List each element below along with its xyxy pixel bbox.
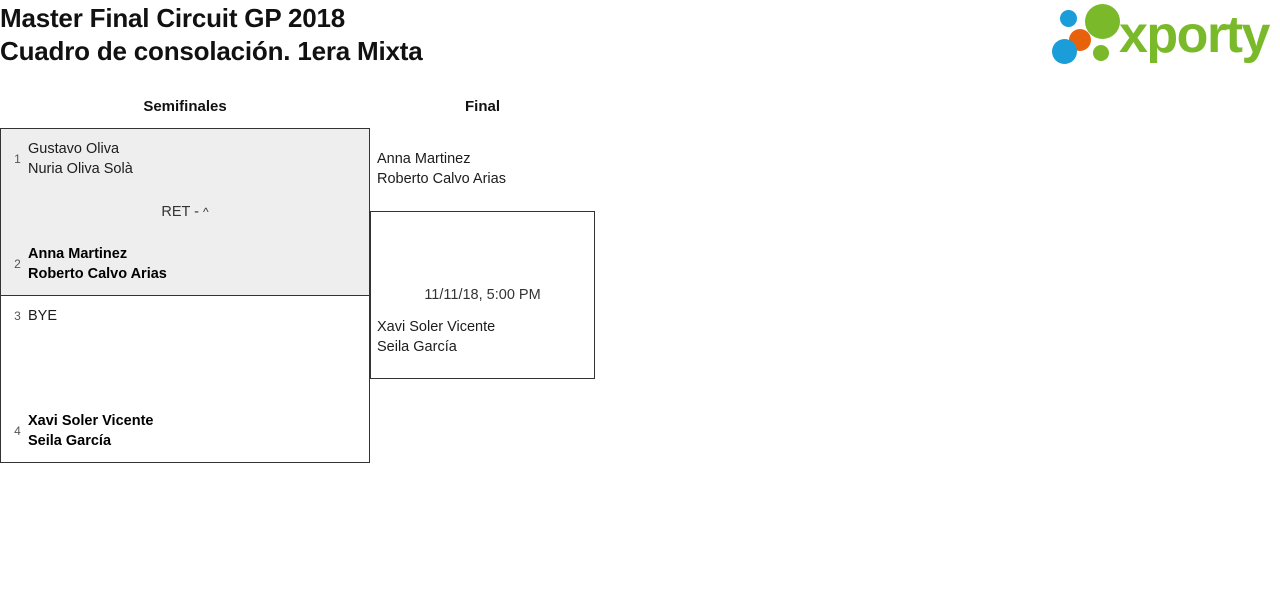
team-players: Anna Martinez Roberto Calvo Arias: [28, 245, 167, 284]
team-seed: 3: [14, 309, 21, 324]
match-team-row[interactable]: 1 Gustavo Oliva Nuria Oliva Solà: [1, 140, 369, 179]
match-semifinal-1[interactable]: 1 Gustavo Oliva Nuria Oliva Solà RET - ^…: [0, 128, 370, 296]
round-header-final: Final: [464, 98, 500, 115]
match-final[interactable]: 11/11/18, 5:00 PM: [370, 211, 595, 379]
final-team-top[interactable]: Anna Martinez Roberto Calvo Arias: [377, 150, 506, 189]
player-name: BYE: [28, 308, 58, 324]
player-name: Nuria Oliva Solà: [28, 160, 133, 177]
logo-dot-blue-small-icon: [1060, 10, 1077, 27]
page-header: Master Final Circuit GP 2018 Cuadro de c…: [0, 0, 1280, 80]
player-name: Anna Martinez: [377, 151, 471, 167]
team-players: Xavi Soler Vicente Seila García: [28, 412, 153, 451]
player-name: Seila García: [377, 338, 457, 355]
team-players: Gustavo Oliva Nuria Oliva Solà: [28, 140, 133, 179]
player-name: Roberto Calvo Arias: [28, 265, 167, 282]
round-header-semifinals: Semifinales: [143, 98, 227, 115]
match-team-row[interactable]: 3 BYE: [1, 307, 369, 327]
page-title: Master Final Circuit GP 2018 Cuadro de c…: [0, 2, 423, 68]
match-team-row[interactable]: 2 Anna Martinez Roberto Calvo Arias: [1, 245, 369, 284]
tournament-subtitle: Cuadro de consolación. 1era Mixta: [0, 36, 423, 66]
final-team-bottom[interactable]: Xavi Soler Vicente Seila García: [377, 318, 495, 357]
logo-dot-blue-large-icon: [1052, 39, 1077, 64]
logo-dot-green-large-icon: [1085, 4, 1120, 39]
logo-wordmark: xporty: [1119, 6, 1270, 64]
player-name: Gustavo Oliva: [28, 141, 120, 157]
xporty-logo[interactable]: xporty: [1051, 3, 1275, 67]
match-team-row[interactable]: 4 Xavi Soler Vicente Seila García: [1, 412, 369, 451]
team-seed: 4: [14, 424, 21, 438]
player-name: Xavi Soler Vicente: [28, 413, 154, 429]
player-name: Anna Martinez: [28, 246, 128, 262]
player-name: Seila García: [28, 432, 112, 449]
player-name: Xavi Soler Vicente: [377, 319, 496, 335]
match-score-marker: ^: [202, 205, 209, 219]
team-players: BYE: [28, 307, 57, 327]
match-score-text: RET -: [161, 204, 203, 220]
logo-dots-icon: [1051, 3, 1125, 65]
player-name: Roberto Calvo Arias: [377, 170, 506, 187]
match-score: RET - ^: [1, 203, 369, 221]
logo-dot-green-small-icon: [1093, 45, 1109, 61]
match-scheduled-time: 11/11/18, 5:00 PM: [424, 287, 541, 303]
team-seed: 2: [14, 257, 21, 271]
team-seed: 1: [14, 152, 21, 166]
match-semifinal-2[interactable]: 3 BYE 4 Xavi Soler Vicente Seila García: [0, 295, 370, 463]
tournament-name: Master Final Circuit GP 2018: [0, 3, 346, 33]
